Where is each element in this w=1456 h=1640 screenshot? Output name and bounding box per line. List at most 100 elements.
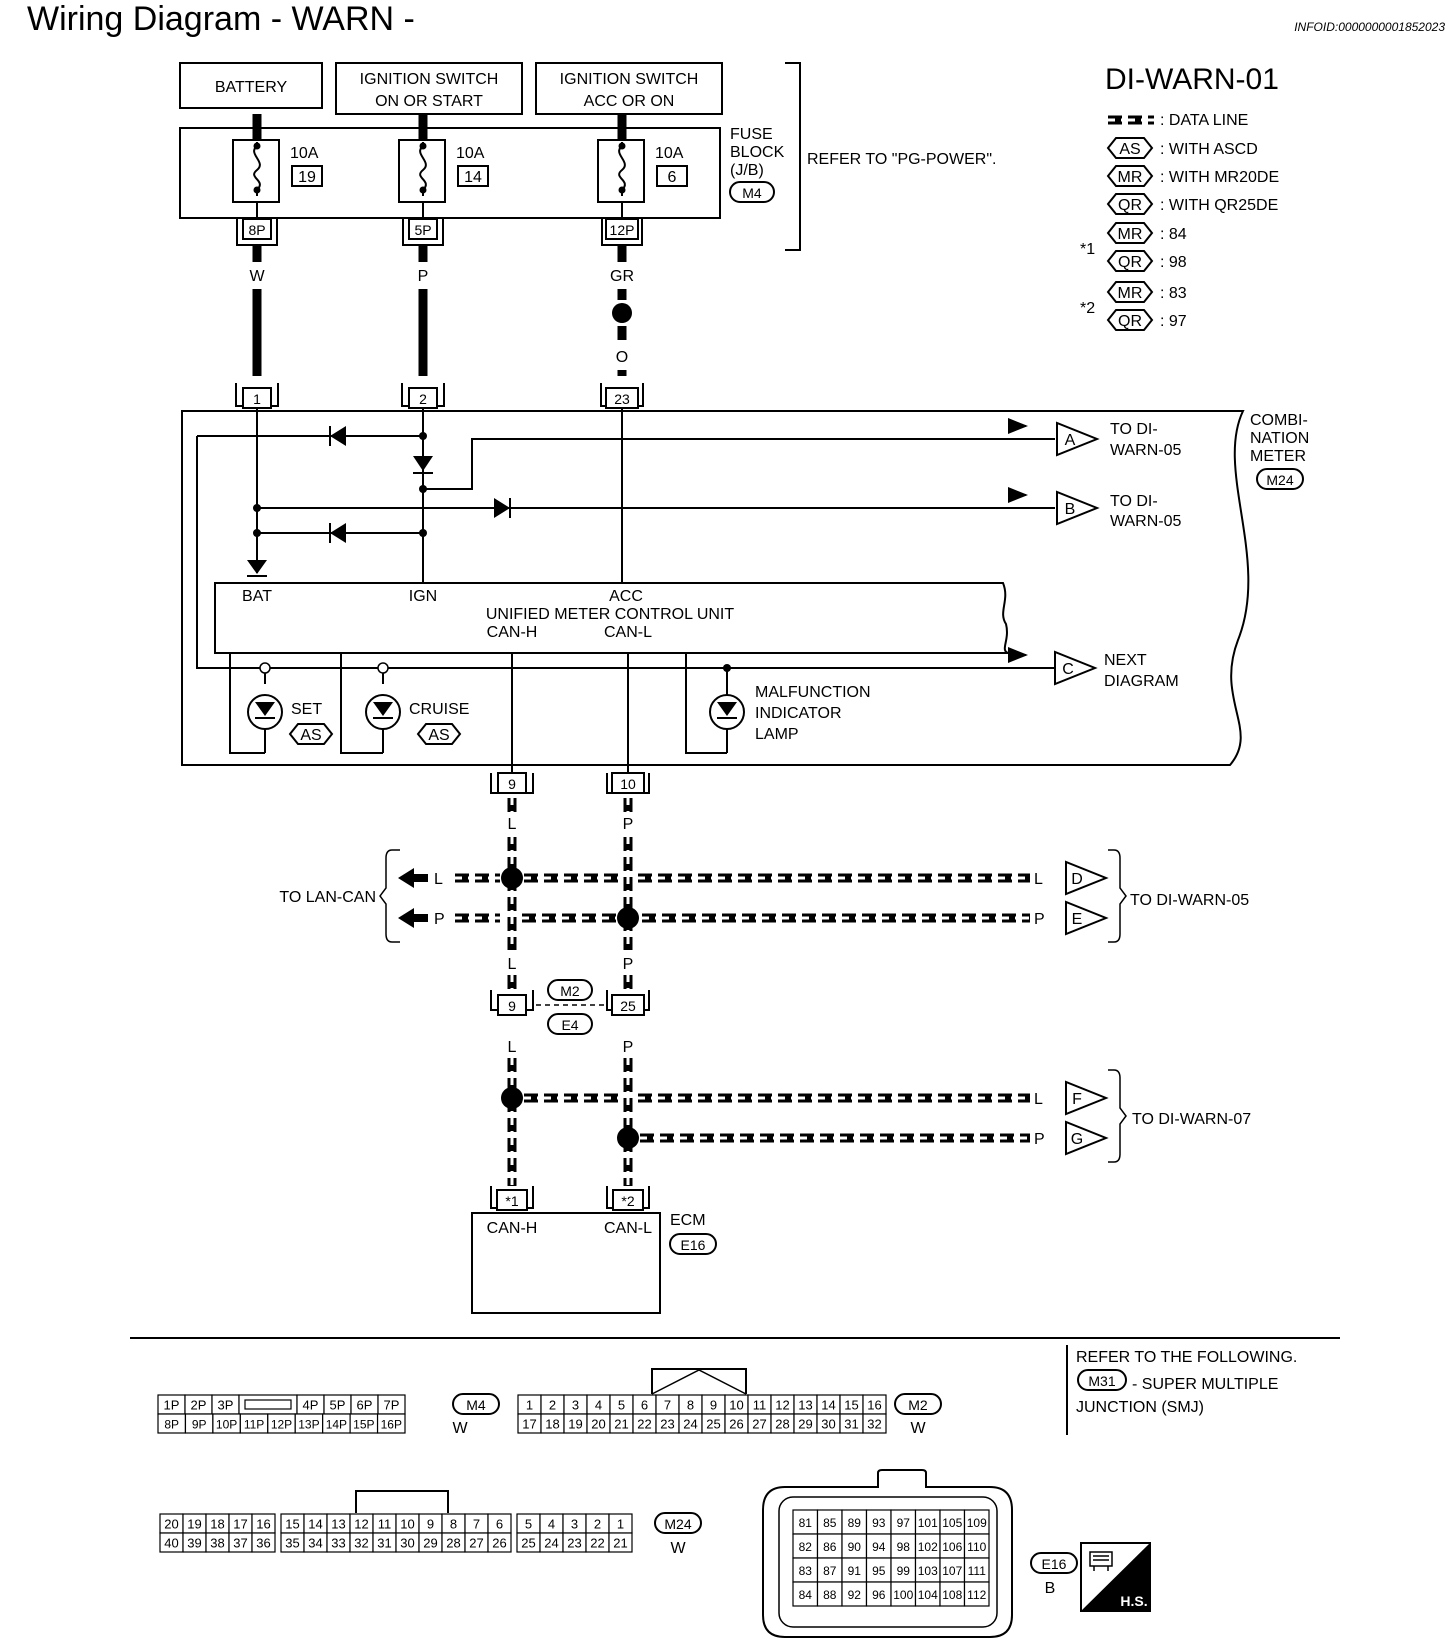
- pin-m24: 9: [427, 1517, 434, 1532]
- pin-m24: 11: [378, 1517, 392, 1532]
- pin-m2: 18: [545, 1417, 559, 1432]
- meter-connector-tag: [1256, 468, 1304, 490]
- pin-e16: 93: [872, 1516, 886, 1530]
- pin-e16: 82: [799, 1540, 813, 1554]
- svg-text:L: L: [434, 871, 443, 888]
- pin-m4: 14P: [326, 1418, 347, 1432]
- svg-text:E4: E4: [561, 1017, 578, 1033]
- svg-text:CAN-H: CAN-H: [487, 1220, 538, 1237]
- pin-m4: 8P: [164, 1418, 179, 1432]
- svg-text:AS: AS: [428, 727, 449, 744]
- pin-m24: 27: [469, 1536, 483, 1551]
- pin-m24: 29: [423, 1536, 437, 1551]
- pin-e16: 89: [848, 1516, 862, 1530]
- battery-box: BATTERY: [179, 62, 323, 109]
- info-id: INFOID:0000000001852023: [1294, 20, 1445, 34]
- svg-text:SET: SET: [291, 701, 322, 718]
- pin-m24: 16: [256, 1517, 270, 1532]
- pin-m2: 2: [549, 1398, 556, 1413]
- svg-text:IGNITION SWITCH: IGNITION SWITCH: [360, 71, 499, 88]
- svg-text:CRUISE: CRUISE: [409, 701, 469, 718]
- svg-text:L: L: [1034, 1091, 1043, 1108]
- svg-text:AS: AS: [300, 727, 321, 744]
- pin-m24: 28: [446, 1536, 460, 1551]
- pin-m2: 32: [867, 1417, 881, 1432]
- svg-text:D: D: [1071, 871, 1083, 888]
- pin-m4: 5P: [330, 1398, 346, 1413]
- svg-text:LAMP: LAMP: [755, 726, 799, 743]
- pin-e16: 104: [918, 1588, 938, 1602]
- svg-text:L: L: [508, 1039, 517, 1056]
- pin-m2: 19: [568, 1417, 582, 1432]
- pin-e16: 94: [872, 1540, 886, 1554]
- svg-text:(J/B): (J/B): [730, 162, 764, 179]
- svg-text:P: P: [434, 911, 445, 928]
- pin-e16: 101: [918, 1516, 938, 1530]
- pin-e16: 108: [942, 1588, 962, 1602]
- connector-m2: M2 W: [651, 1368, 942, 1437]
- pin-m4: 12P: [271, 1418, 292, 1432]
- svg-text:G: G: [1071, 1131, 1083, 1148]
- pin-e16: 105: [942, 1516, 962, 1530]
- svg-text:5P: 5P: [414, 222, 431, 238]
- svg-text:19: 19: [298, 169, 316, 186]
- pin-m2: 20: [591, 1417, 605, 1432]
- pin-m24: 40: [164, 1536, 178, 1551]
- svg-text:M4: M4: [742, 185, 762, 201]
- svg-text:: 83: : 83: [1160, 285, 1187, 302]
- svg-text:6: 6: [668, 169, 677, 186]
- svg-text:10A: 10A: [655, 145, 684, 162]
- pin-m2: 24: [683, 1417, 697, 1432]
- pin-m24: 5: [525, 1517, 532, 1532]
- svg-text:UNIFIED METER CONTROL UNIT: UNIFIED METER CONTROL UNIT: [486, 606, 735, 623]
- svg-text:8P: 8P: [248, 222, 265, 238]
- svg-text:FUSE: FUSE: [730, 126, 773, 143]
- svg-text:TO DI-: TO DI-: [1110, 421, 1158, 438]
- pin-m2: 12: [775, 1398, 789, 1413]
- unified-meter-control-unit: [214, 582, 1009, 654]
- pin-m4: 16P: [381, 1418, 402, 1432]
- svg-text:MR: MR: [1118, 169, 1143, 186]
- pin-m24: 39: [187, 1536, 201, 1551]
- pin-m4: 1P: [164, 1398, 180, 1413]
- pin-m4: 9P: [192, 1418, 207, 1432]
- pin-e16: 110: [967, 1540, 986, 1554]
- fuse-block-connector-tag: [729, 181, 775, 203]
- pin-m2: 11: [753, 1398, 767, 1413]
- output-d: [1065, 860, 1109, 896]
- svg-text:QR: QR: [1118, 254, 1142, 271]
- svg-text:IGNITION SWITCH: IGNITION SWITCH: [560, 71, 699, 88]
- svg-text:H.S.: H.S.: [1120, 1593, 1147, 1609]
- pin-m4: 2P: [191, 1398, 207, 1413]
- pin-m2: 30: [821, 1417, 835, 1432]
- fuse-14: 10A 14 5P P: [398, 114, 489, 376]
- harness-side-icon: H.S.: [1080, 1542, 1151, 1612]
- pin-m4: 10P: [216, 1418, 237, 1432]
- pin-m2: 13: [798, 1398, 812, 1413]
- pin-e16: 83: [799, 1564, 813, 1578]
- svg-text:QR: QR: [1118, 313, 1142, 330]
- svg-text:M24: M24: [1266, 472, 1293, 488]
- pin-m2: 17: [522, 1417, 536, 1432]
- pin-m24: 34: [308, 1536, 322, 1551]
- svg-text:MALFUNCTION: MALFUNCTION: [755, 684, 871, 701]
- svg-text:ACC: ACC: [609, 588, 643, 605]
- pin-e16: 90: [848, 1540, 862, 1554]
- pin-m24: 36: [256, 1536, 270, 1551]
- pin-m24: 20: [164, 1517, 178, 1532]
- pin-m2: 15: [844, 1398, 858, 1413]
- pin-m24: 22: [590, 1536, 604, 1551]
- pin-m2: 22: [637, 1417, 651, 1432]
- pin-m2: 29: [798, 1417, 812, 1432]
- pin-m24: 33: [331, 1536, 345, 1551]
- pin-m24: 6: [496, 1517, 503, 1532]
- to-lan-can: TO LAN-CAN: [279, 889, 376, 906]
- pin-m24: 3: [571, 1517, 578, 1532]
- pin-e16: 103: [918, 1564, 938, 1578]
- svg-text:A: A: [1065, 432, 1076, 449]
- pin-m4: 3P: [218, 1398, 234, 1413]
- svg-text:ECM: ECM: [670, 1212, 706, 1229]
- legend-item-mr: MR : WITH MR20DE: [1106, 165, 1279, 187]
